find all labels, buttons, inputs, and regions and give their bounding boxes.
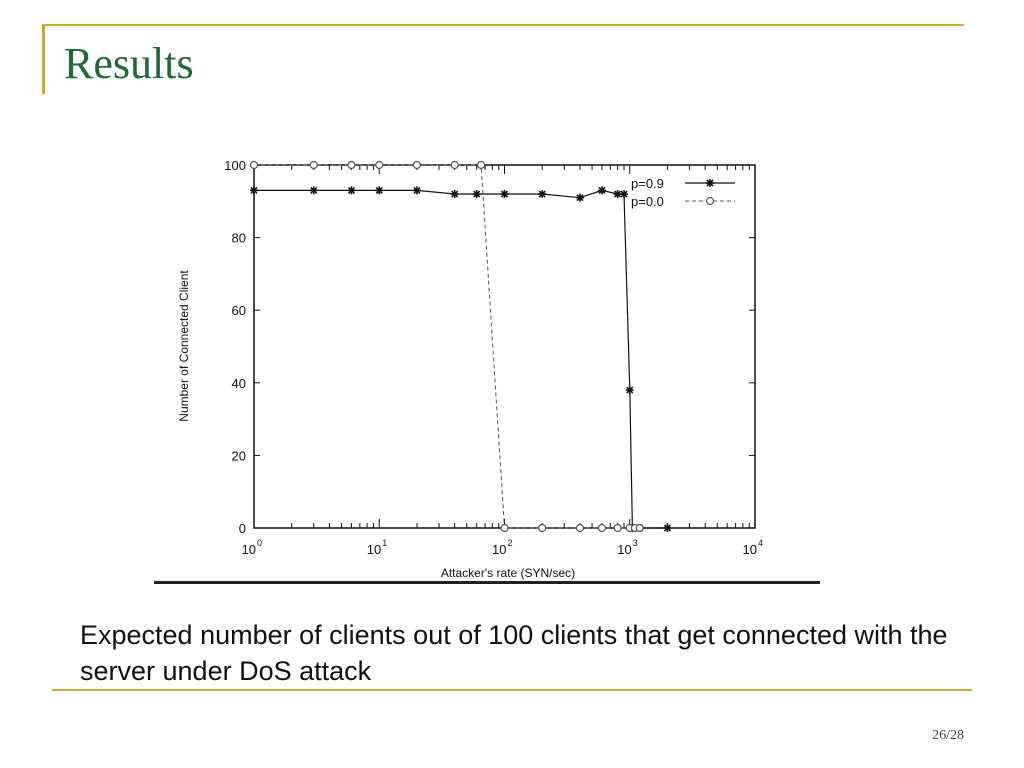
star-stroke [576,194,584,202]
legend-label: p=0.0 [631,194,664,209]
data-point-circle [450,160,459,170]
data-point-star [538,190,547,199]
x-tick-label-base: 10 [242,542,256,557]
plot-frame [253,164,756,529]
y-tick-label: 100 [224,158,246,173]
x-axis-label: Attacker's rate (SYN/sec) [441,566,575,580]
y-axis-ticks: 0 20 40 60 80 100 [224,158,755,536]
x-tick-label-exponent: 4 [758,538,763,548]
star-stroke [473,190,481,198]
data-point-circle [613,523,622,533]
left-accent-line [42,24,45,94]
series-line [254,189,668,529]
x-tick-label-exponent: 3 [633,538,638,548]
star-stroke [375,186,383,194]
bottom-accent-line [52,689,972,691]
data-point-star [575,193,584,202]
legend: p=0.9 p=0.0 [631,176,735,209]
data-point-circle [575,523,585,533]
star-stroke [598,186,606,194]
x-tick-label-exponent: 0 [257,538,262,548]
data-point-star [597,186,606,195]
star-stroke [250,186,258,194]
star-stroke [614,190,622,198]
y-tick-label: 0 [239,521,246,536]
x-tick-label-base: 10 [617,542,631,557]
data-point-star [375,186,384,195]
x-tick-label-base: 10 [367,542,381,557]
data-point-star [309,186,318,195]
star-stroke [538,190,546,198]
data-point-circle [500,523,509,533]
star-stroke [663,524,672,532]
data-point-circle [635,523,644,533]
star-stroke [620,190,628,198]
data-point-circle [597,523,607,533]
x-tick-label-base: 10 [492,542,506,557]
data-point-star [450,190,459,199]
y-tick-label: 80 [232,231,246,246]
data-point-star [620,190,629,199]
data-point-circle [412,160,422,170]
star-stroke [451,190,459,198]
data-point-star [472,190,481,199]
data-point-star [347,186,356,195]
data-point-star [250,186,258,195]
series-line [254,164,640,529]
slide-title: Results [64,39,194,88]
star-stroke [500,190,509,198]
x-tick-label-base: 10 [743,542,757,557]
data-point-circle [476,160,486,170]
y-tick-label: 60 [232,303,246,318]
series-group [249,160,672,533]
star-stroke [706,179,714,187]
slide-caption: Expected number of clients out of 100 cl… [80,620,948,686]
series-circle [249,160,644,533]
data-point-circle [375,160,384,170]
y-axis-label: Number of Connected Client [177,270,191,422]
data-point-star [663,524,672,532]
data-point-star [625,386,634,395]
data-point-circle [347,160,356,170]
chart-bottom-rule [154,581,820,584]
data-point-circle [538,523,547,533]
star-stroke [413,186,421,194]
y-tick-label: 40 [232,376,246,391]
data-point-circle [249,160,259,170]
data-point-star [412,186,421,195]
data-point-circle [705,196,715,206]
star-stroke [626,386,634,394]
page-number: 26/28 [932,728,964,743]
x-tick-label-exponent: 1 [382,538,387,548]
y-tick-label: 20 [232,448,246,463]
star-stroke [310,186,318,194]
data-point-star [706,179,714,187]
data-point-star [500,190,509,199]
x-tick-label-exponent: 2 [508,538,513,548]
legend-label: p=0.9 [631,176,664,191]
series-star [250,186,672,532]
data-point-circle [309,160,318,170]
star-stroke [347,186,356,194]
top-accent-line [42,24,964,26]
